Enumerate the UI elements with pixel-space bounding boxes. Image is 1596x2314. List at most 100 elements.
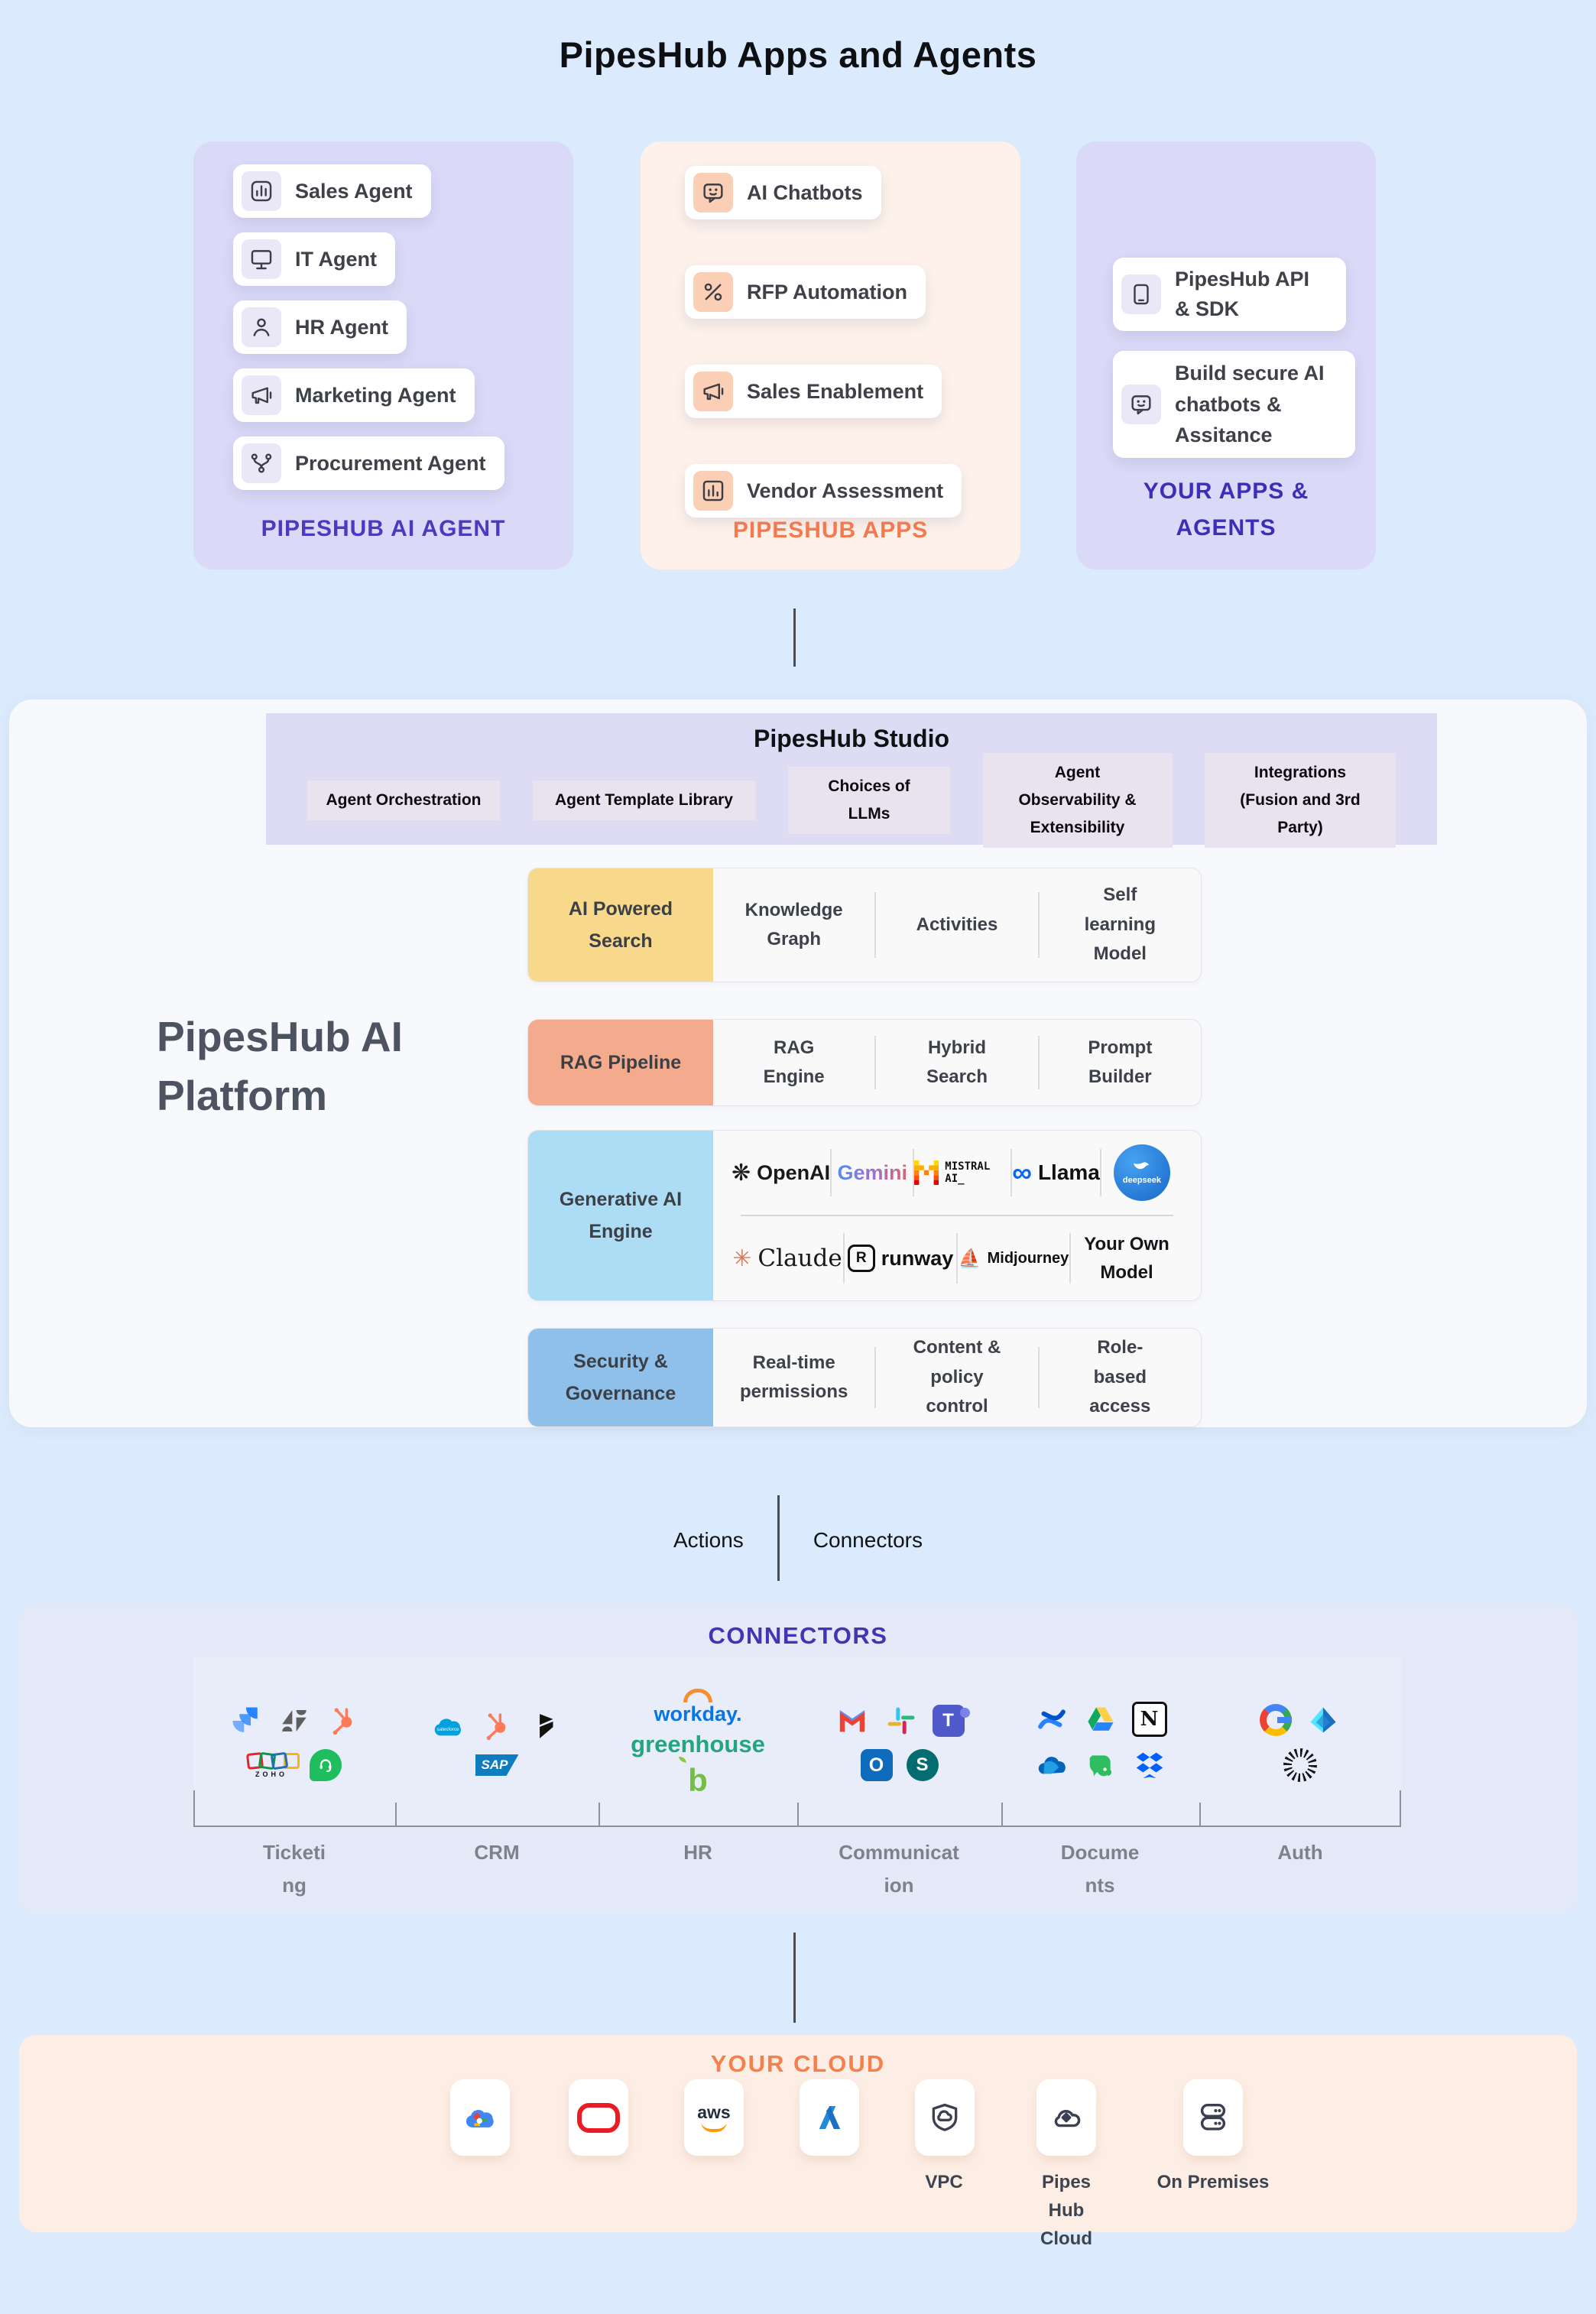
- row-item: Role-based access: [1089, 1337, 1151, 1417]
- row-item: Hybrid Search: [926, 1037, 988, 1087]
- marketing-agent-icon: [242, 375, 281, 415]
- list-item-procurement-agent[interactable]: Procurement Agent: [233, 437, 504, 490]
- runway-logo: R runway: [845, 1245, 956, 1272]
- claude-icon: ✳: [732, 1245, 752, 1271]
- meta-icon: ∞: [1012, 1157, 1032, 1188]
- mistral-icon: [914, 1160, 939, 1185]
- oracle-icon: [577, 2102, 620, 2133]
- dynamics-icon[interactable]: [528, 1709, 563, 1744]
- procurement-agent-icon: [242, 443, 281, 483]
- studio-box-orchestration[interactable]: Agent Orchestration: [307, 781, 500, 820]
- studio-box-llms[interactable]: Choices of LLMs: [788, 767, 950, 834]
- bamboohr-icon[interactable]: b: [679, 1756, 708, 1796]
- greenhouse-logo[interactable]: greenhouse: [631, 1730, 765, 1757]
- row-item: Prompt Builder: [1088, 1037, 1153, 1087]
- openai-icon: ❋: [732, 1160, 751, 1186]
- salesforce-icon[interactable]: salesforce: [430, 1709, 466, 1744]
- row-label: RAG Pipeline: [528, 1020, 713, 1105]
- list-item-it-agent[interactable]: IT Agent: [233, 232, 395, 286]
- onedrive-icon[interactable]: [1034, 1748, 1069, 1783]
- pill-label: RFP Automation: [747, 280, 907, 303]
- list-item-sales-agent[interactable]: Sales Agent: [233, 164, 431, 218]
- row-item: Real-time permissions: [739, 1352, 848, 1402]
- ai-agent-card-label: PIPESHUB AI AGENT: [261, 516, 506, 541]
- google-cloud-card[interactable]: [450, 2079, 510, 2156]
- vpc-card[interactable]: [915, 2079, 975, 2156]
- barchart-icon: [693, 471, 733, 511]
- studio-box-integrations[interactable]: Integrations (Fusion and 3rd Party): [1205, 753, 1396, 848]
- zendesk-icon[interactable]: [277, 1703, 312, 1738]
- confluence-icon[interactable]: [1034, 1702, 1069, 1737]
- chat-smile-icon: [1121, 385, 1161, 425]
- list-item-sales-enablement[interactable]: Sales Enablement: [685, 365, 942, 418]
- studio-boxes: Agent Orchestration Agent Template Libra…: [266, 753, 1437, 848]
- row-ai-powered-search: AI Powered Search Knowledge Graph Activi…: [527, 868, 1202, 982]
- outlook-icon[interactable]: O: [860, 1749, 893, 1781]
- azure-ad-icon[interactable]: [1306, 1702, 1341, 1738]
- google-drive-icon[interactable]: [1083, 1702, 1118, 1737]
- it-agent-icon: [242, 239, 281, 279]
- page-title: PipesHub Apps and Agents: [559, 34, 1037, 75]
- tablet-icon: [1121, 274, 1161, 315]
- row-label: Security & Governance: [528, 1329, 713, 1426]
- server-icon: [1200, 2103, 1226, 2131]
- connectors-panel: CONNECTORS: [19, 1604, 1577, 1913]
- row-generative-ai: Generative AI Engine ❋ OpenAI Gemini✦: [527, 1130, 1202, 1301]
- studio-box-template-library[interactable]: Agent Template Library: [532, 781, 756, 820]
- connectors-label: Connectors: [813, 1528, 923, 1552]
- row-label: Generative AI Engine: [528, 1131, 713, 1300]
- list-item-hr-agent[interactable]: HR Agent: [233, 300, 407, 354]
- aws-card[interactable]: aws: [684, 2079, 744, 2156]
- notion-icon[interactable]: N: [1131, 1702, 1167, 1737]
- list-item-rfp-automation[interactable]: RFP Automation: [685, 265, 926, 319]
- row-item: Activities: [916, 914, 998, 935]
- row-label: AI Powered Search: [528, 868, 713, 982]
- hubspot-icon[interactable]: [326, 1703, 361, 1738]
- vpc-shield-icon: [932, 2103, 958, 2131]
- category-ticketing: Ticketing: [263, 1841, 326, 1897]
- slack-icon[interactable]: [884, 1703, 919, 1738]
- list-item-marketing-agent[interactable]: Marketing Agent: [233, 368, 475, 422]
- dropbox-icon[interactable]: [1132, 1748, 1167, 1783]
- sharepoint-icon[interactable]: S: [906, 1749, 939, 1781]
- bridge-divider: [777, 1495, 780, 1581]
- pipeshub-cloud-label: PipesHub Cloud: [1040, 2172, 1092, 2250]
- group-communication: T O S: [797, 1657, 1001, 1827]
- claude-logo: ✳ Claude: [732, 1245, 842, 1272]
- azure-card[interactable]: [800, 2079, 859, 2156]
- teams-icon[interactable]: T: [932, 1705, 970, 1737]
- sailboat-icon: ⛵: [958, 1248, 981, 1269]
- list-item-vendor-assessment[interactable]: Vendor Assessment: [685, 464, 962, 518]
- studio-title: PipesHub Studio: [754, 725, 949, 752]
- pill-label: Vendor Assessment: [747, 479, 944, 502]
- evernote-icon[interactable]: [1083, 1748, 1118, 1783]
- pipeshub-cloud-card[interactable]: [1036, 2079, 1096, 2156]
- your-cloud-title: YOUR CLOUD: [710, 2050, 886, 2077]
- connector-line-bottom: [793, 1933, 796, 2023]
- freshdesk-icon[interactable]: [310, 1749, 342, 1781]
- on-premises-card[interactable]: [1183, 2079, 1243, 2156]
- actions-connectors-bridge: Actions Connectors: [0, 1495, 1596, 1581]
- on-premises-label: On Premises: [1156, 2172, 1270, 2192]
- sunburst-auth-icon[interactable]: [1283, 1748, 1317, 1782]
- hubspot-icon[interactable]: [479, 1709, 514, 1744]
- sales-agent-icon: [242, 171, 281, 211]
- jira-icon[interactable]: [228, 1703, 263, 1738]
- studio-box-observability[interactable]: Agent Observability & Extensibility: [982, 753, 1173, 848]
- sap-icon[interactable]: SAP: [475, 1754, 519, 1776]
- pill-label: PipesHub API & SDK: [1175, 268, 1310, 321]
- connectors-title: CONNECTORS: [708, 1622, 888, 1649]
- oracle-card[interactable]: [569, 2079, 628, 2156]
- zoho-icon[interactable]: ZOHO: [245, 1751, 300, 1778]
- list-item-ai-chatbots[interactable]: AI Chatbots: [685, 166, 881, 219]
- workday-logo[interactable]: workday.: [654, 1688, 742, 1725]
- row-rag-pipeline: RAG Pipeline RAG Engine Hybrid Search Pr…: [527, 1019, 1202, 1106]
- pill-label: Marketing Agent: [295, 383, 456, 407]
- google-icon[interactable]: [1260, 1704, 1292, 1736]
- gmail-icon[interactable]: [835, 1703, 870, 1738]
- actions-label: Actions: [673, 1528, 744, 1552]
- your-own-model: Your Own Model: [1084, 1233, 1169, 1283]
- list-item-build-secure[interactable]: Build secure AI chatbots & Assitance: [1113, 351, 1355, 458]
- list-item-api-sdk[interactable]: PipesHub API & SDK: [1113, 258, 1346, 332]
